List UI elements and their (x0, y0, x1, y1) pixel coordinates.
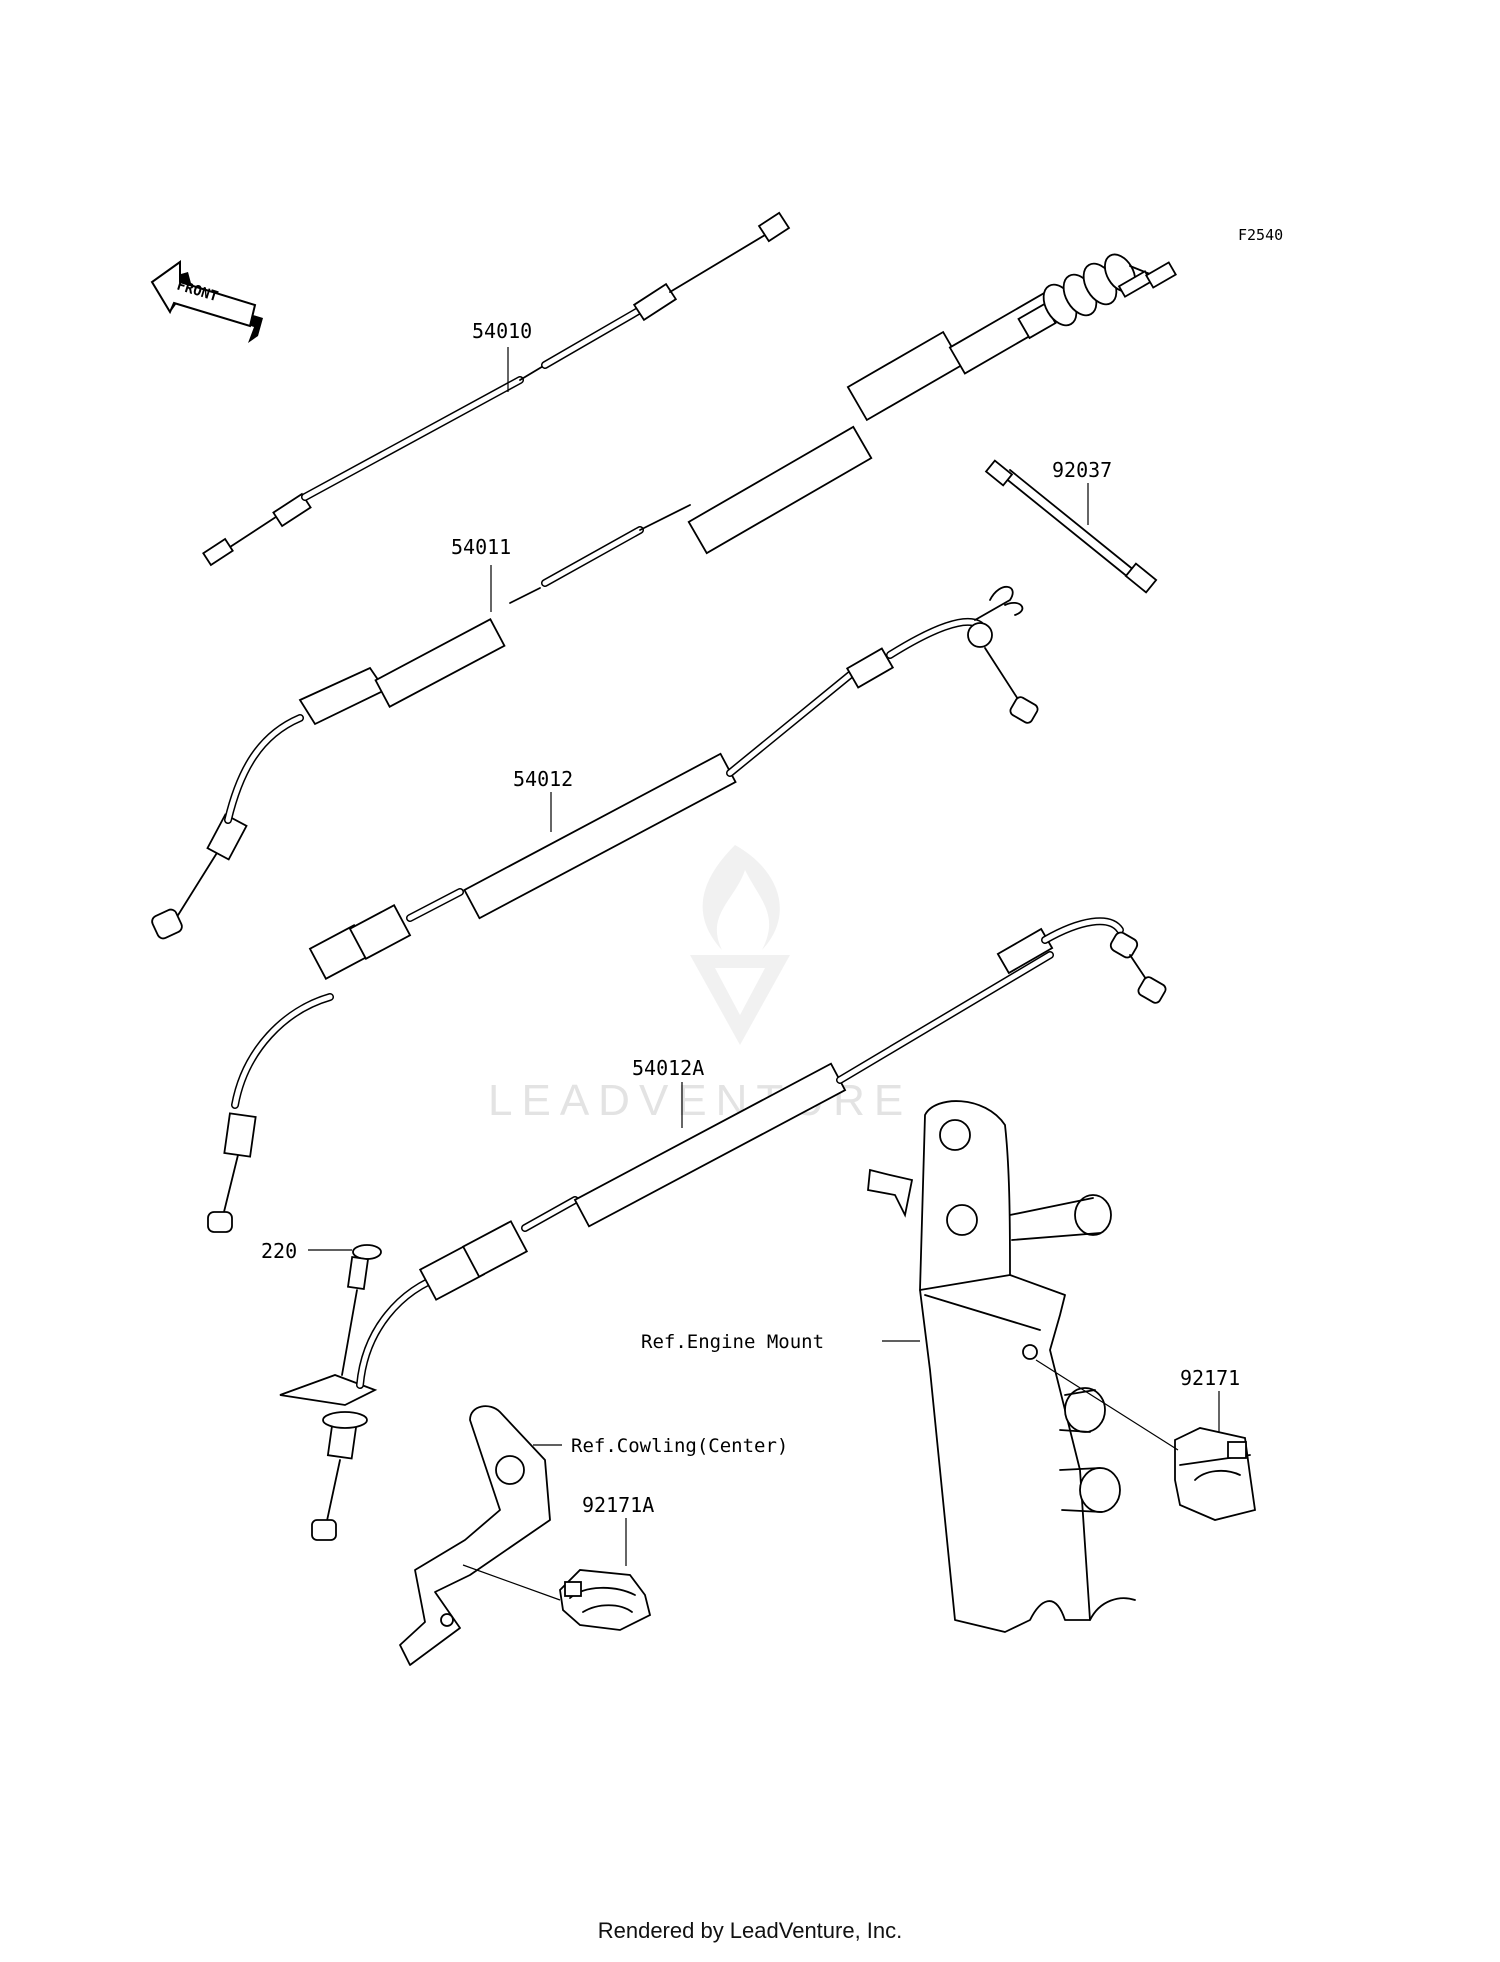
engine-mount-ref (867, 1100, 1136, 1633)
cowling-bracket-ref (399, 1405, 551, 1666)
part-number-92171[interactable]: 92171 (1180, 1366, 1240, 1390)
front-direction-arrow-icon: FRONT (150, 260, 263, 343)
clamp-92171 (1174, 1427, 1257, 1521)
clamp-92171A (559, 1569, 652, 1631)
part-number-54011[interactable]: 54011 (451, 535, 511, 559)
part-number-54012A[interactable]: 54012A (632, 1056, 704, 1080)
part-number-54012[interactable]: 54012 (513, 767, 573, 791)
part-number-54010[interactable]: 54010 (472, 319, 532, 343)
bolt-220 (341, 1244, 382, 1376)
watermark-text: LEADVENTURE (488, 1076, 912, 1125)
cable-54012 (207, 585, 1039, 1233)
footer-credit: Rendered by LeadVenture, Inc. (597, 1918, 903, 1943)
part-number-92171A[interactable]: 92171A (582, 1493, 654, 1517)
cable-54012A (279, 917, 1167, 1541)
figure-id: F2540 (1238, 226, 1283, 244)
part-number-220[interactable]: 220 (261, 1239, 297, 1263)
ref-cowling-center-label: Ref.Cowling(Center) (571, 1435, 788, 1457)
ref-engine-mount-label: Ref.Engine Mount (641, 1331, 824, 1353)
rod-92037 (984, 459, 1158, 594)
cable-54011 (151, 253, 1177, 940)
cable-54010 (202, 211, 791, 567)
part-number-92037[interactable]: 92037 (1052, 458, 1112, 482)
leader-lines (308, 347, 1220, 1601)
leadventure-logo-icon (690, 845, 790, 1045)
